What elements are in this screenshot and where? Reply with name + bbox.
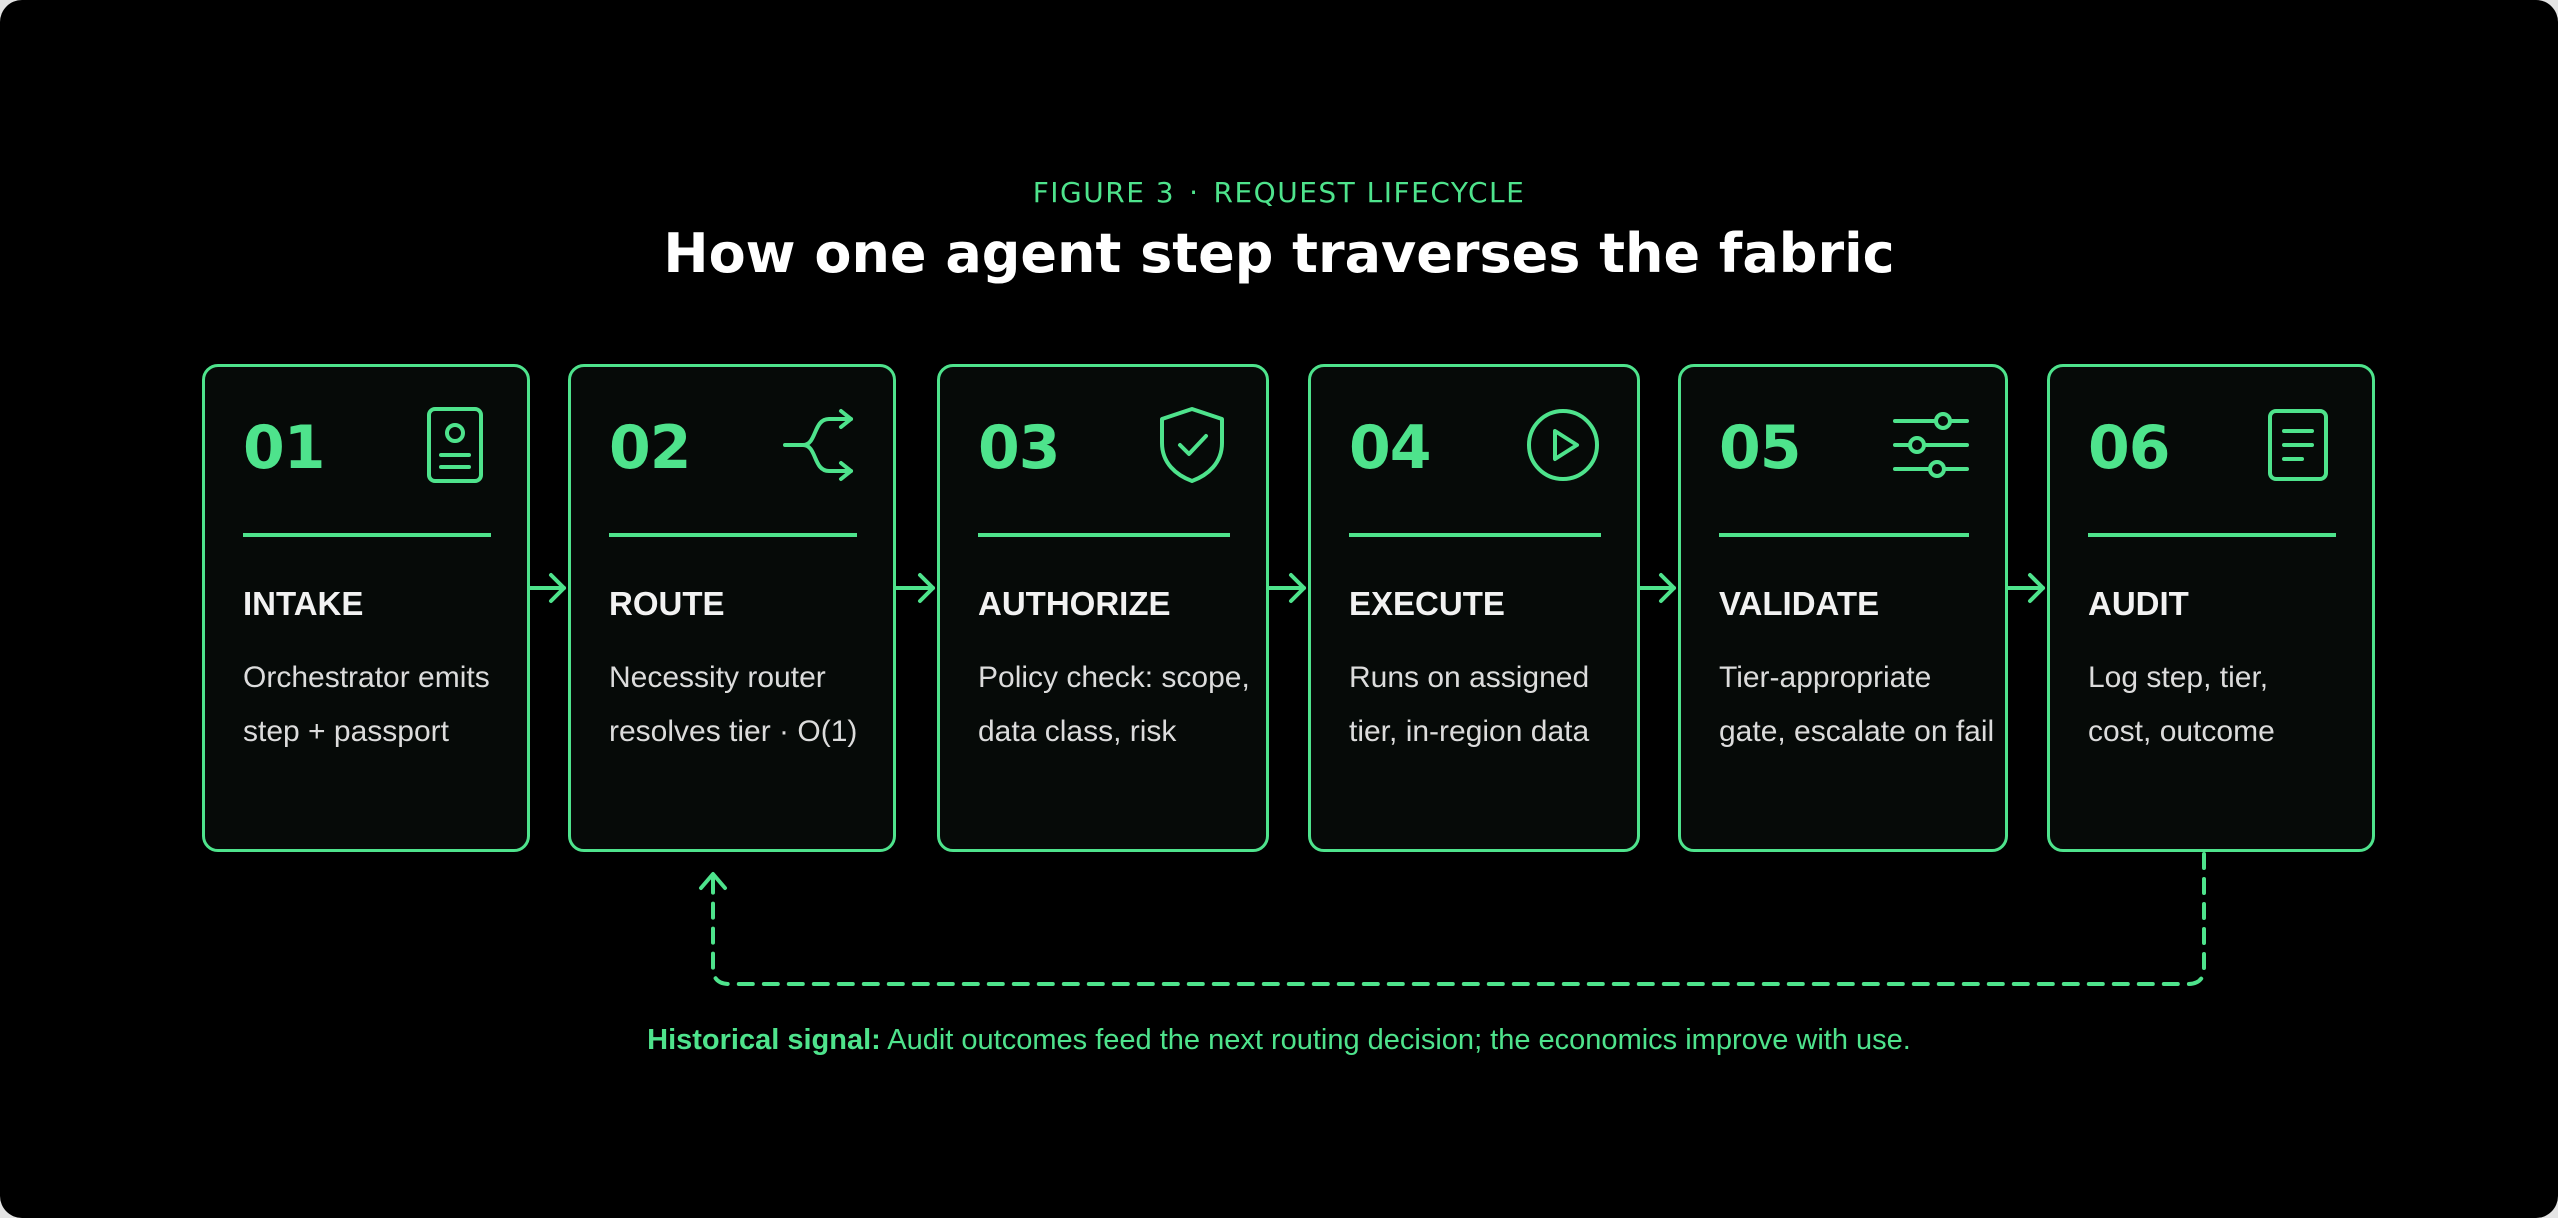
- split-route-icon: [783, 409, 853, 481]
- step-description-line: tier, in-region data: [1349, 715, 1590, 748]
- figure-name: REQUEST LIFECYCLE: [1213, 176, 1526, 209]
- step-title: ROUTE: [609, 585, 725, 622]
- card-divider: [1349, 533, 1601, 537]
- card-divider: [1719, 533, 1969, 537]
- step-card-validate: 05 VALIDATE Tier-appropriate gate, escal…: [1678, 364, 2008, 852]
- figure-number: FIGURE 3: [1032, 176, 1176, 209]
- step-description-line: Orchestrator emits: [243, 661, 490, 694]
- id-card-icon: [427, 407, 483, 483]
- step-description-line: Log step, tier,: [2088, 661, 2269, 694]
- step-title: INTAKE: [243, 585, 364, 622]
- figure-title: How one agent step traverses the fabric: [663, 222, 1895, 285]
- arrow-05-to-06: [2006, 573, 2045, 603]
- step-card-audit: 06 AUDIT Log step, tier, cost, outcome: [2047, 364, 2375, 852]
- step-description-line: resolves tier · O(1): [609, 715, 858, 748]
- card-divider: [609, 533, 857, 537]
- arrow-02-to-03: [894, 573, 935, 603]
- step-description: Orchestrator emits step + passport: [243, 651, 513, 759]
- step-title: EXECUTE: [1349, 585, 1505, 622]
- step-description-line: data class, risk: [978, 715, 1177, 748]
- step-description: Log step, tier, cost, outcome: [2088, 651, 2358, 759]
- play-circle-icon: [1527, 409, 1599, 481]
- step-card-intake: 01 INTAKE Orchestrator emits step + pass…: [202, 364, 530, 852]
- figure-separator: ·: [1189, 176, 1200, 209]
- sliders-icon: [1893, 412, 1969, 478]
- card-divider: [243, 533, 491, 537]
- step-description-line: step + passport: [243, 715, 449, 748]
- card-divider: [978, 533, 1230, 537]
- step-description: Necessity router resolves tier · O(1): [609, 651, 879, 759]
- step-description-line: cost, outcome: [2088, 715, 2275, 748]
- step-number: 01: [243, 413, 325, 483]
- caption: Historical signal: Audit outcomes feed t…: [0, 1024, 2558, 1057]
- step-description-line: Necessity router: [609, 661, 826, 694]
- step-description-line: Runs on assigned: [1349, 661, 1590, 694]
- card-divider: [2088, 533, 2336, 537]
- step-description-line: Policy check: scope,: [978, 661, 1250, 694]
- step-card-authorize: 03 AUTHORIZE Policy check: scope, data c…: [937, 364, 1269, 852]
- step-number: 06: [2088, 413, 2170, 483]
- document-icon: [2268, 409, 2328, 481]
- step-number: 04: [1349, 413, 1431, 483]
- arrow-04-to-05: [1638, 573, 1676, 603]
- caption-text: Audit outcomes feed the next routing dec…: [880, 1024, 1911, 1056]
- step-title: AUDIT: [2088, 585, 2189, 622]
- step-card-execute: 04 EXECUTE Runs on assigned tier, in-reg…: [1308, 364, 1640, 852]
- step-card-route: 02 ROUTE Necessity router resolves tier …: [568, 364, 896, 852]
- arrow-01-to-02: [528, 573, 566, 603]
- feedback-loop-arrowhead: [699, 872, 727, 890]
- arrow-03-to-04: [1267, 573, 1306, 603]
- step-description: Policy check: scope, data class, risk: [978, 651, 1252, 759]
- caption-label: Historical signal:: [647, 1024, 881, 1056]
- step-description-line: gate, escalate on fail: [1719, 715, 1995, 748]
- feedback-loop-path: [711, 852, 2206, 986]
- step-description: Tier-appropriate gate, escalate on fail: [1719, 651, 1995, 759]
- shield-check-icon: [1160, 407, 1224, 483]
- step-number: 03: [978, 413, 1060, 483]
- step-title: VALIDATE: [1719, 585, 1880, 622]
- step-number: 05: [1719, 413, 1801, 483]
- step-description: Runs on assigned tier, in-region data: [1349, 651, 1623, 759]
- figure-label: FIGURE 3 · REQUEST LIFECYCLE: [0, 176, 2558, 209]
- step-description-line: Tier-appropriate: [1719, 661, 1932, 694]
- step-number: 02: [609, 413, 691, 483]
- step-title: AUTHORIZE: [978, 585, 1171, 622]
